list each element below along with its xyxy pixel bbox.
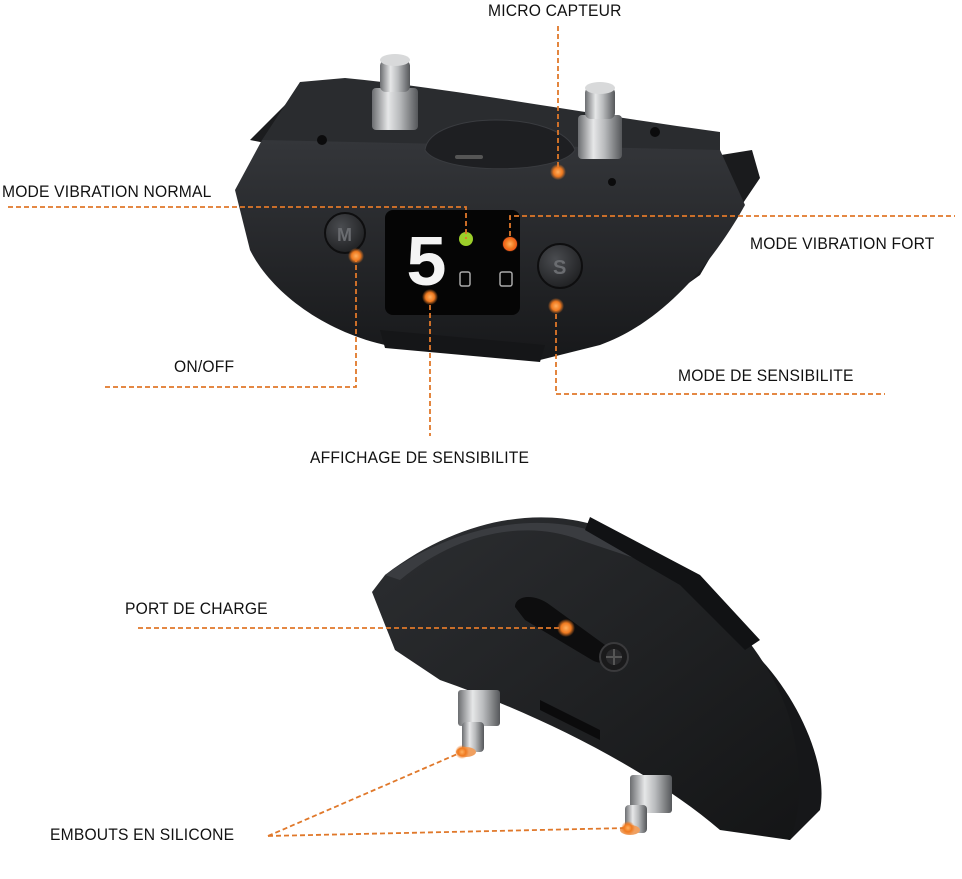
orange-dot-marker — [557, 619, 575, 637]
leader-embouts-right — [267, 827, 629, 837]
label-mode-vibration-normal: MODE VIBRATION NORMAL — [2, 182, 212, 201]
high-vibration-icon — [499, 271, 513, 287]
s-button-icon[interactable]: S — [537, 243, 583, 289]
orange-dot-marker — [548, 298, 564, 314]
bottom-device-body — [372, 517, 800, 840]
label-mode-vibration-fort: MODE VIBRATION FORT — [750, 234, 935, 253]
m-button-icon[interactable]: M — [324, 212, 366, 254]
sensitivity-display — [385, 210, 520, 315]
bottom-device — [372, 517, 822, 840]
label-mode-de-sensibilite: MODE DE SENSIBILITE — [678, 366, 854, 385]
orange-dot-marker — [422, 289, 438, 305]
sensor-grille — [455, 155, 483, 159]
m-button-label: M — [337, 225, 352, 245]
leader-mode-vibration-fort — [509, 215, 955, 244]
orange-dot-marker — [621, 821, 635, 835]
electrode-post-left — [372, 54, 418, 130]
leader-mode-de-sensibilite — [555, 306, 885, 395]
electrode-post-right — [578, 82, 622, 159]
marker-dots — [348, 164, 635, 835]
label-embouts-en-silicone: EMBOUTS EN SILICONE — [50, 825, 235, 844]
label-on-off: ON/OFF — [174, 357, 235, 376]
label-affichage-de-sensibilite: AFFICHAGE DE SENSIBILITE — [310, 448, 530, 467]
label-port-de-charge: PORT DE CHARGE — [125, 599, 268, 618]
screw-icon — [599, 642, 629, 672]
orange-dot-marker — [455, 745, 469, 759]
s-button-label: S — [553, 257, 566, 279]
orange-dot-marker — [348, 248, 364, 264]
leader-embouts-left — [267, 751, 463, 837]
leader-on-off — [105, 256, 357, 388]
label-micro-capteur: MICRO CAPTEUR — [488, 1, 622, 20]
leader-lines — [8, 26, 955, 837]
electrode-post-bottom-left — [456, 690, 500, 757]
orange-dot-marker — [550, 164, 566, 180]
top-device: 5 M S — [235, 54, 760, 362]
low-vibration-icon — [459, 271, 471, 287]
leader-mode-vibration-normal — [8, 206, 467, 239]
orange-dot-marker — [502, 236, 518, 252]
